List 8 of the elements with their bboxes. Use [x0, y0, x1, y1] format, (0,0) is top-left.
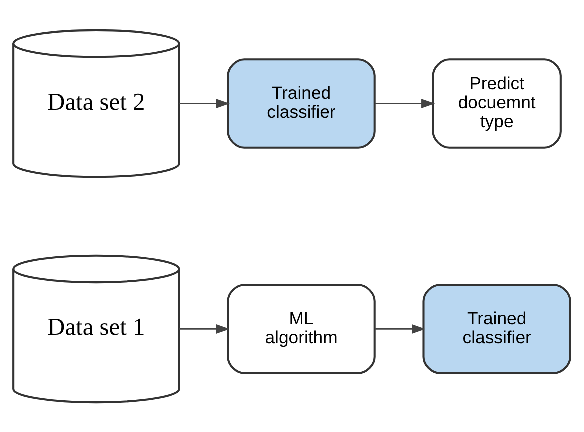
arrow — [375, 324, 426, 334]
node-box: Trained classifier — [422, 284, 572, 374]
arrow — [375, 98, 436, 108]
arrow — [180, 324, 230, 334]
arrow — [180, 98, 230, 108]
node-box: Predict docuemnt type — [432, 58, 562, 148]
node-box: ML algorithm — [227, 284, 376, 374]
node-box: Trained classifier — [227, 58, 376, 148]
